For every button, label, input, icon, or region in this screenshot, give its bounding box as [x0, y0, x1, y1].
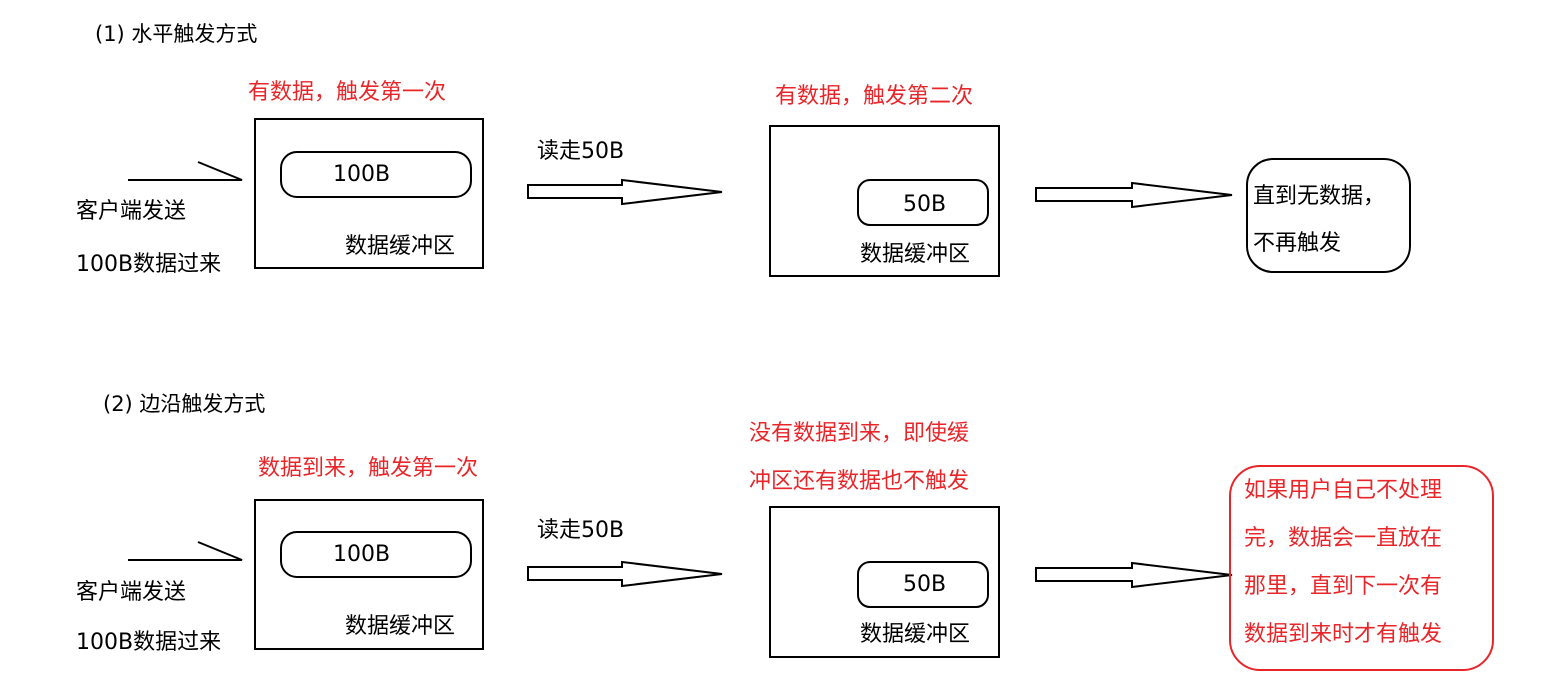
incoming-arrow-1 [128, 161, 243, 181]
label-level-first-trigger: 有数据，触发第一次 [248, 80, 447, 105]
note-edge-line1: 如果用户自己不处理 [1244, 478, 1443, 503]
note-box-1 [1246, 158, 1411, 273]
label-level-second-trigger: 有数据，触发第二次 [775, 84, 974, 109]
incoming-arrow-2 [128, 541, 243, 561]
buffer-box-3 [254, 499, 484, 650]
label-edge-first-trigger: 数据到来，触发第一次 [258, 456, 479, 481]
client-send-line2-level: 100B数据过来 [76, 252, 222, 277]
note-edge-line4: 数据到来时才有触发 [1244, 622, 1443, 647]
pill-text-50-edge: 50B [903, 572, 947, 597]
pill-text-100-level: 100B [333, 162, 391, 187]
buffer-label-1: 数据缓冲区 [345, 234, 456, 259]
note-edge-line2: 完，数据会一直放在 [1244, 526, 1443, 551]
buffer-label-2: 数据缓冲区 [860, 242, 971, 267]
label-edge-second-line1: 没有数据到来，即使缓 [749, 421, 970, 446]
read-label-edge: 读走50B [537, 518, 625, 543]
section-title-level: (1) 水平触发方式 [95, 22, 258, 46]
next-arrow-2 [1035, 561, 1233, 589]
read-arrow-1 [527, 178, 723, 206]
next-arrow-1 [1035, 181, 1233, 209]
buffer-box-2 [769, 125, 1000, 277]
data-pill-100-1 [280, 151, 472, 198]
buffer-box-1 [254, 118, 484, 269]
client-send-line2-edge: 100B数据过来 [76, 630, 222, 655]
data-pill-100-2 [280, 531, 472, 578]
note-box-2 [1229, 465, 1494, 671]
note-level-line1: 直到无数据， [1253, 184, 1386, 209]
label-edge-second-line2: 冲区还有数据也不触发 [749, 469, 970, 494]
read-label-level: 读走50B [537, 139, 625, 164]
client-send-line1-level: 客户端发送 [76, 199, 187, 224]
note-level-line2: 不再触发 [1253, 231, 1342, 256]
note-edge-line3: 那里，直到下一次有 [1244, 574, 1443, 599]
data-pill-50-1 [857, 179, 989, 226]
buffer-label-4: 数据缓冲区 [860, 622, 971, 647]
buffer-label-3: 数据缓冲区 [345, 614, 456, 639]
pill-text-100-edge: 100B [333, 542, 391, 567]
read-arrow-2 [527, 560, 723, 588]
buffer-box-4 [769, 506, 1000, 658]
section-title-edge: (2) 边沿触发方式 [103, 392, 266, 416]
client-send-line1-edge: 客户端发送 [76, 580, 187, 605]
data-pill-50-2 [857, 561, 989, 608]
pill-text-50-level: 50B [903, 192, 947, 217]
